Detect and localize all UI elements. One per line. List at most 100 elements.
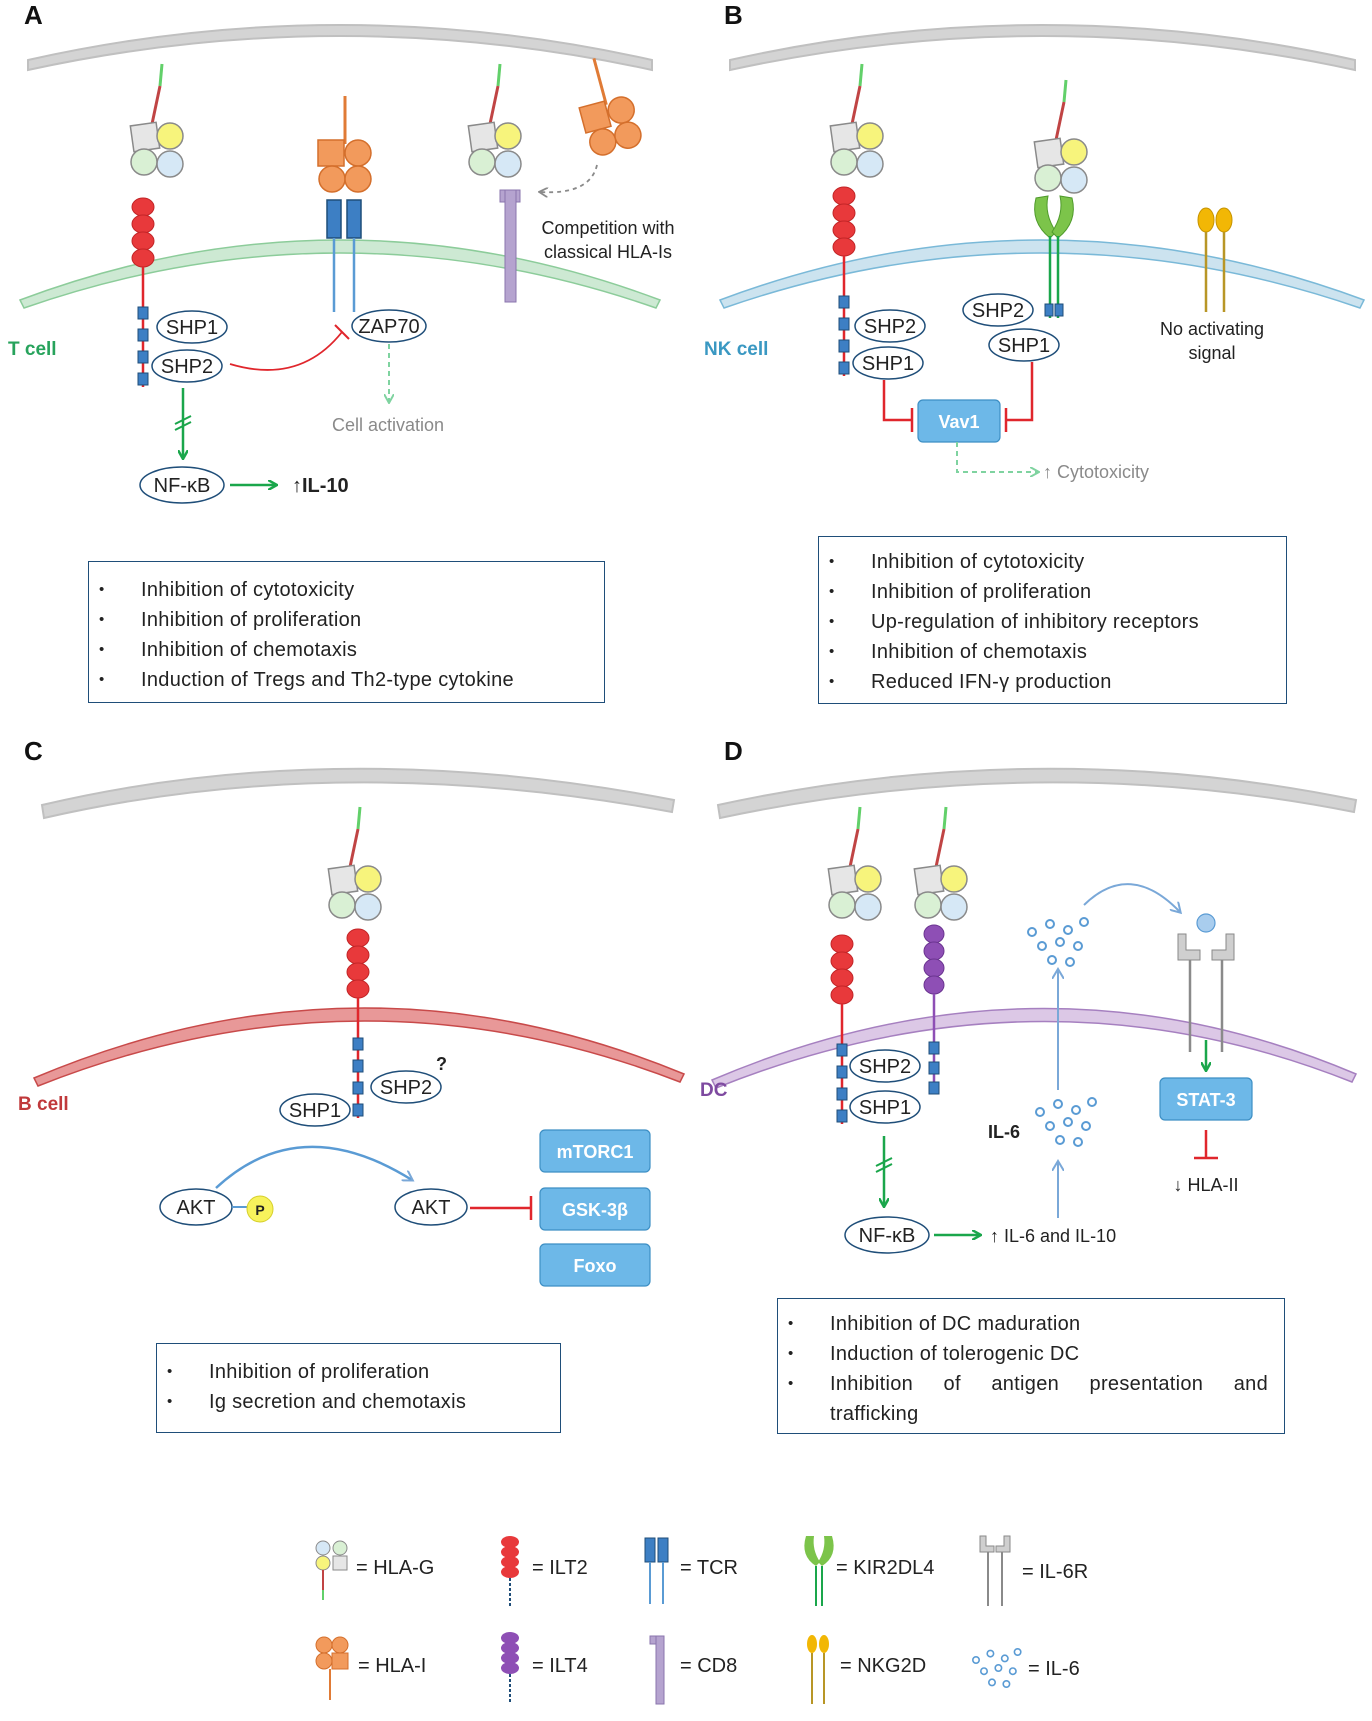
hla-g-b1: [828, 62, 885, 179]
panel-letter-b: B: [724, 0, 743, 30]
question-mark-c: ?: [436, 1054, 447, 1074]
panel-letter-d: D: [724, 736, 743, 766]
hla-g-b2: [1032, 78, 1089, 195]
akt-p-label: AKT: [177, 1197, 216, 1219]
il6-il10-label: ↑ IL-6 and IL-10: [990, 1226, 1116, 1246]
vav1-box: [917, 399, 1001, 443]
shp2-node-d: [849, 1049, 921, 1083]
competition-arrow: [540, 164, 598, 192]
gsk3b-box: [539, 1187, 651, 1231]
hla-g-a2: [466, 62, 523, 179]
shp1-right-node-b: [988, 328, 1060, 362]
panel-letter-c: C: [24, 736, 43, 766]
legend-hla-i-label: = HLA-I: [358, 1655, 426, 1677]
shp2-left-node-b: [854, 309, 926, 343]
legend: = HLA-G = ILT2 = TCR = KIR2DL4: [315, 1535, 1088, 1705]
b-cell-membrane: [32, 1007, 686, 1087]
legend-nkg2d-item: = NKG2D: [807, 1635, 926, 1704]
cd8-coreceptor-a: [499, 189, 521, 303]
summary-list-d: Inhibition of DC maduration Induction of…: [778, 1309, 1268, 1429]
legend-ilt4-label: = ILT4: [532, 1655, 588, 1677]
akt-dephosphorylation-arrow: [215, 1145, 412, 1189]
phosphate-badge: [246, 1195, 274, 1223]
cell-activation-label: Cell activation: [332, 415, 444, 435]
t-cell-label: T cell: [8, 339, 57, 360]
summary-box-b: Inhibition of cytotoxicity Inhibition of…: [818, 536, 1287, 704]
akt-node: [394, 1188, 468, 1226]
list-item: Inhibition of proliferation: [157, 1357, 560, 1387]
shp1-label-a: SHP1: [166, 317, 218, 339]
legend-hla-g-label: = HLA-G: [356, 1557, 434, 1579]
ilt2-receptor-b: [831, 185, 857, 378]
dc-label: DC: [700, 1080, 728, 1101]
zap70-node: [351, 309, 427, 343]
list-item: Inhibition of antigen presentation and: [778, 1369, 1268, 1399]
legend-tcr-label: = TCR: [680, 1557, 738, 1579]
nfkb-label-d: NF-κB: [859, 1225, 916, 1247]
apc-membrane-c: [40, 767, 676, 820]
summary-box-a: Inhibition of cytotoxicity Inhibition of…: [88, 561, 605, 703]
il10-label-a: ↑IL-10: [292, 475, 349, 497]
shp2-right-label-b: SHP2: [972, 300, 1024, 322]
summary-box-c: Inhibition of proliferation Ig secretion…: [156, 1343, 561, 1433]
shp2-label-c: SHP2: [380, 1077, 432, 1099]
list-item: Inhibition of cytotoxicity: [819, 547, 1286, 577]
il6-binding-arrow: [1083, 883, 1180, 912]
mtorc1-box: [539, 1129, 651, 1173]
legend-kir2dl4-item: = KIR2DL4: [804, 1536, 934, 1606]
summary-box-d: Inhibition of DC maduration Induction of…: [777, 1298, 1285, 1434]
nk-cell-membrane: [718, 239, 1366, 309]
il6-dots-outer: [1027, 917, 1089, 967]
hla-g-d2: [912, 805, 969, 922]
nk-cell-label: NK cell: [704, 339, 768, 360]
ilt4-receptor-d: [922, 923, 946, 1096]
legend-il6-label: = IL-6: [1028, 1658, 1080, 1680]
apc-membrane-d: [716, 767, 1358, 820]
shp2-right-node-b: [962, 293, 1034, 327]
il6-dots-inner: [1035, 1097, 1097, 1147]
b-cell-label: B cell: [18, 1094, 69, 1115]
legend-hla-g-item: = HLA-G: [315, 1540, 434, 1600]
panel-c: C B cell SHP2 ? SHP1 AKT P AKT mTORC1 GS…: [18, 736, 686, 1287]
list-item: Inhibition of proliferation: [819, 577, 1286, 607]
vav1-label: Vav1: [938, 412, 979, 432]
shp2-label-d: SHP2: [859, 1056, 911, 1078]
competition-label-1: Competition with: [541, 218, 674, 238]
nfkb-node-a: [139, 466, 225, 504]
hla-ii-label: ↓ HLA-II: [1173, 1175, 1238, 1195]
mtorc1-label: mTORC1: [557, 1142, 634, 1162]
gsk3b-label: GSK-3β: [562, 1200, 628, 1220]
panel-a: A T cell Competition with classical HLA-…: [8, 0, 675, 504]
legend-ilt2-label: = ILT2: [532, 1557, 588, 1579]
list-item: Up-regulation of inhibitory receptors: [819, 607, 1286, 637]
ilt2-receptor-c: [345, 927, 371, 1120]
legend-ilt4-item: = ILT4: [501, 1632, 588, 1704]
il6-label-d: IL-6: [988, 1122, 1020, 1142]
list-item: Inhibition of cytotoxicity: [89, 575, 604, 605]
shp2-node-c: [370, 1070, 442, 1104]
tcr-receptor-a: [326, 199, 362, 312]
foxo-label: Foxo: [574, 1256, 617, 1276]
summary-list-a: Inhibition of cytotoxicity Inhibition of…: [89, 575, 604, 695]
legend-tcr-item: = TCR: [644, 1537, 738, 1604]
shp1-left-node-b: [852, 346, 924, 380]
kir2dl4-receptor-b: [1034, 195, 1074, 318]
inhibition-right-b: [1006, 362, 1034, 422]
stat3-label: STAT-3: [1176, 1090, 1235, 1110]
shp2-label-a: SHP2: [161, 356, 213, 378]
inhibition-left-b: [882, 380, 912, 422]
shp1-label-c: SHP1: [289, 1100, 341, 1122]
akt-label: AKT: [412, 1197, 451, 1219]
legend-nkg2d-label: = NKG2D: [840, 1655, 926, 1677]
hla-i-a2: [566, 50, 646, 160]
shp1-label-d: SHP1: [859, 1097, 911, 1119]
hla-g-c1: [326, 805, 383, 922]
shp1-node-c: [279, 1093, 351, 1127]
list-item: Inhibition of proliferation: [89, 605, 604, 635]
legend-hla-i-item: = HLA-I: [315, 1636, 426, 1700]
t-cell-membrane: [18, 239, 662, 309]
list-item: Reduced IFN-γ production: [819, 667, 1286, 697]
shp2-left-label-b: SHP2: [864, 316, 916, 338]
zap70-label: ZAP70: [358, 316, 419, 338]
nkg2d-receptor-b: [1197, 207, 1233, 312]
